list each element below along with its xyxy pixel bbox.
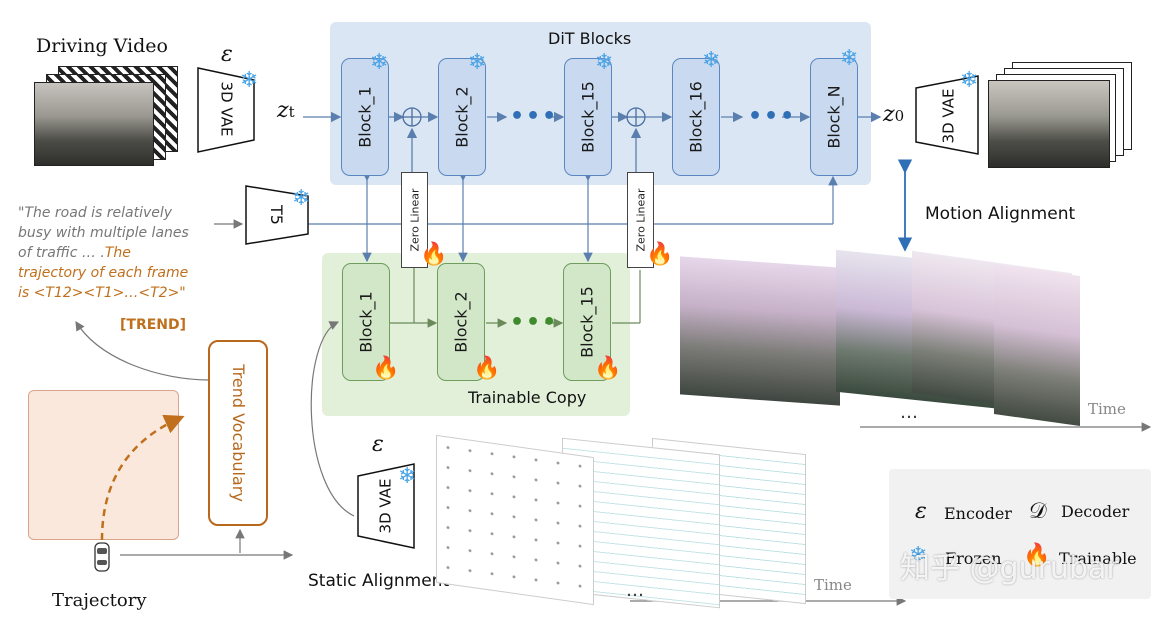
dit-ellipsis-2: ••• [748, 104, 797, 129]
trend-token: [TREND] [120, 317, 187, 333]
dit-title: DiT Blocks [548, 29, 632, 48]
train-block-1-label: Block_1 [356, 291, 376, 353]
trend-vocabulary-box: Trend Vocabulary [208, 340, 268, 526]
vae-static-label: 3D VAE [376, 478, 395, 534]
motion-frame-3-front [994, 263, 1080, 427]
snowflake-icon: ❄ [840, 46, 859, 71]
legend-decoder-label: Decoder [1061, 502, 1130, 521]
snowflake-icon: ❄ [702, 48, 721, 73]
snowflake-icon: ❄ [240, 68, 259, 93]
trend-vocabulary-label: Trend Vocabulary [229, 364, 248, 502]
latent-z0: z0 [883, 104, 904, 126]
latent-zt-main: z [277, 98, 289, 123]
dit-block-1: Block_1 [341, 58, 389, 176]
text-prompt: "The road is relatively busy with multip… [18, 203, 189, 303]
driving-video-label: Driving Video [36, 35, 168, 57]
snowflake-icon: ❄ [960, 68, 979, 93]
fire-icon: 🔥 [420, 242, 448, 267]
dit-block-1-label: Block_1 [355, 86, 375, 148]
fire-icon: 🔥 [646, 242, 674, 267]
prompt-line-3: of traffic … .The [18, 243, 189, 263]
zero-linear-1: Zero Linear [401, 172, 428, 268]
train-block-2-label: Block_2 [451, 291, 471, 353]
snowflake-icon: ❄ [468, 50, 487, 75]
motion-time-label: Time [1088, 400, 1126, 418]
output-frame-front [988, 80, 1110, 168]
encoder-symbol: ε [221, 42, 233, 67]
fire-icon: 🔥 [594, 356, 622, 381]
prompt-line-2: busy with multiple lanes [18, 225, 189, 241]
t5-label: T5 [267, 205, 286, 225]
zero-linear-2: Zero Linear [627, 172, 654, 268]
video-frame-front [34, 82, 154, 166]
legend: ε Encoder 𝒟 Decoder ❄ Frozen 🔥 Trainable [889, 469, 1151, 599]
dit-block-15: Block_15 [564, 58, 612, 176]
fire-icon: 🔥 [372, 356, 400, 381]
t5-shape [245, 185, 309, 245]
trajectory-panel [28, 390, 179, 540]
car-icon [94, 542, 110, 572]
fire-icon: 🔥 [1023, 543, 1051, 568]
vae-decoder-shape [915, 75, 979, 155]
vae-encoder-label: 3D VAE [217, 81, 236, 137]
train-block-2: Block_2 [437, 263, 485, 381]
dit-block-16-label: Block_16 [686, 81, 706, 153]
train-block-15: Block_15 [563, 263, 611, 381]
legend-encoder-label: Encoder [944, 504, 1012, 523]
prompt-line-1: "The road is relatively [18, 205, 173, 221]
latent-z0-sub: 0 [894, 107, 905, 125]
legend-frozen-label: Frozen [945, 549, 1002, 568]
legend-encoder-symbol: ε [915, 499, 927, 524]
dit-block-n: Block_N [810, 58, 858, 176]
dit-block-2: Block_2 [438, 58, 486, 176]
prompt-line-3b: The [104, 245, 131, 261]
legend-trainable-label: Trainable [1059, 549, 1137, 568]
latent-zt-sub: t [288, 103, 295, 121]
train-block-15-label: Block_15 [577, 286, 597, 358]
static-frames-ellipsis: … [626, 580, 644, 601]
vae-decoder-label: 3D VAE [939, 88, 958, 144]
dit-block-2-label: Block_2 [452, 86, 472, 148]
latent-zt: zt [277, 100, 295, 122]
static-encoder-symbol: ε [372, 432, 384, 457]
watermark: 知乎 @gurubar [900, 551, 1119, 586]
prompt-line-3a: of traffic … . [18, 245, 105, 261]
vae-static-shape [357, 463, 415, 549]
static-time-label: Time [814, 576, 852, 594]
static-frame-1 [436, 434, 594, 606]
latent-z0-main: z [883, 102, 895, 127]
snowflake-icon: ❄ [398, 464, 417, 489]
motion-frame-1 [680, 256, 840, 406]
zero-linear-2-label: Zero Linear [634, 188, 647, 252]
dit-ellipsis-1: ••• [510, 104, 559, 129]
zero-linear-1-label: Zero Linear [408, 188, 421, 252]
fire-icon: 🔥 [473, 356, 501, 381]
prompt-line-4: trajectory of each frame [18, 265, 189, 281]
snowflake-icon: ❄ [595, 50, 614, 75]
dit-block-15-label: Block_15 [578, 81, 598, 153]
motion-alignment-label: Motion Alignment [925, 204, 1076, 224]
legend-decoder-symbol: 𝒟 [1029, 499, 1047, 524]
trajectory-label: Trajectory [52, 590, 147, 611]
prompt-line-5: is <T12><T1>…<T2>" [18, 285, 186, 301]
snowflake-icon: ❄ [292, 186, 311, 211]
train-block-1: Block_1 [342, 263, 390, 381]
train-ellipsis: ••• [510, 310, 559, 335]
dit-block-n-label: Block_N [824, 85, 844, 149]
trainable-title: Trainable Copy [468, 388, 587, 407]
static-alignment-label: Static Alignment [308, 571, 450, 591]
snowflake-icon: ❄ [370, 50, 389, 75]
motion-frames-ellipsis: … [900, 402, 918, 423]
snowflake-icon: ❄ [909, 543, 928, 568]
dit-block-16: Block_16 [672, 58, 720, 176]
trajectory-path [100, 414, 185, 541]
vae-encoder-shape [197, 67, 255, 153]
